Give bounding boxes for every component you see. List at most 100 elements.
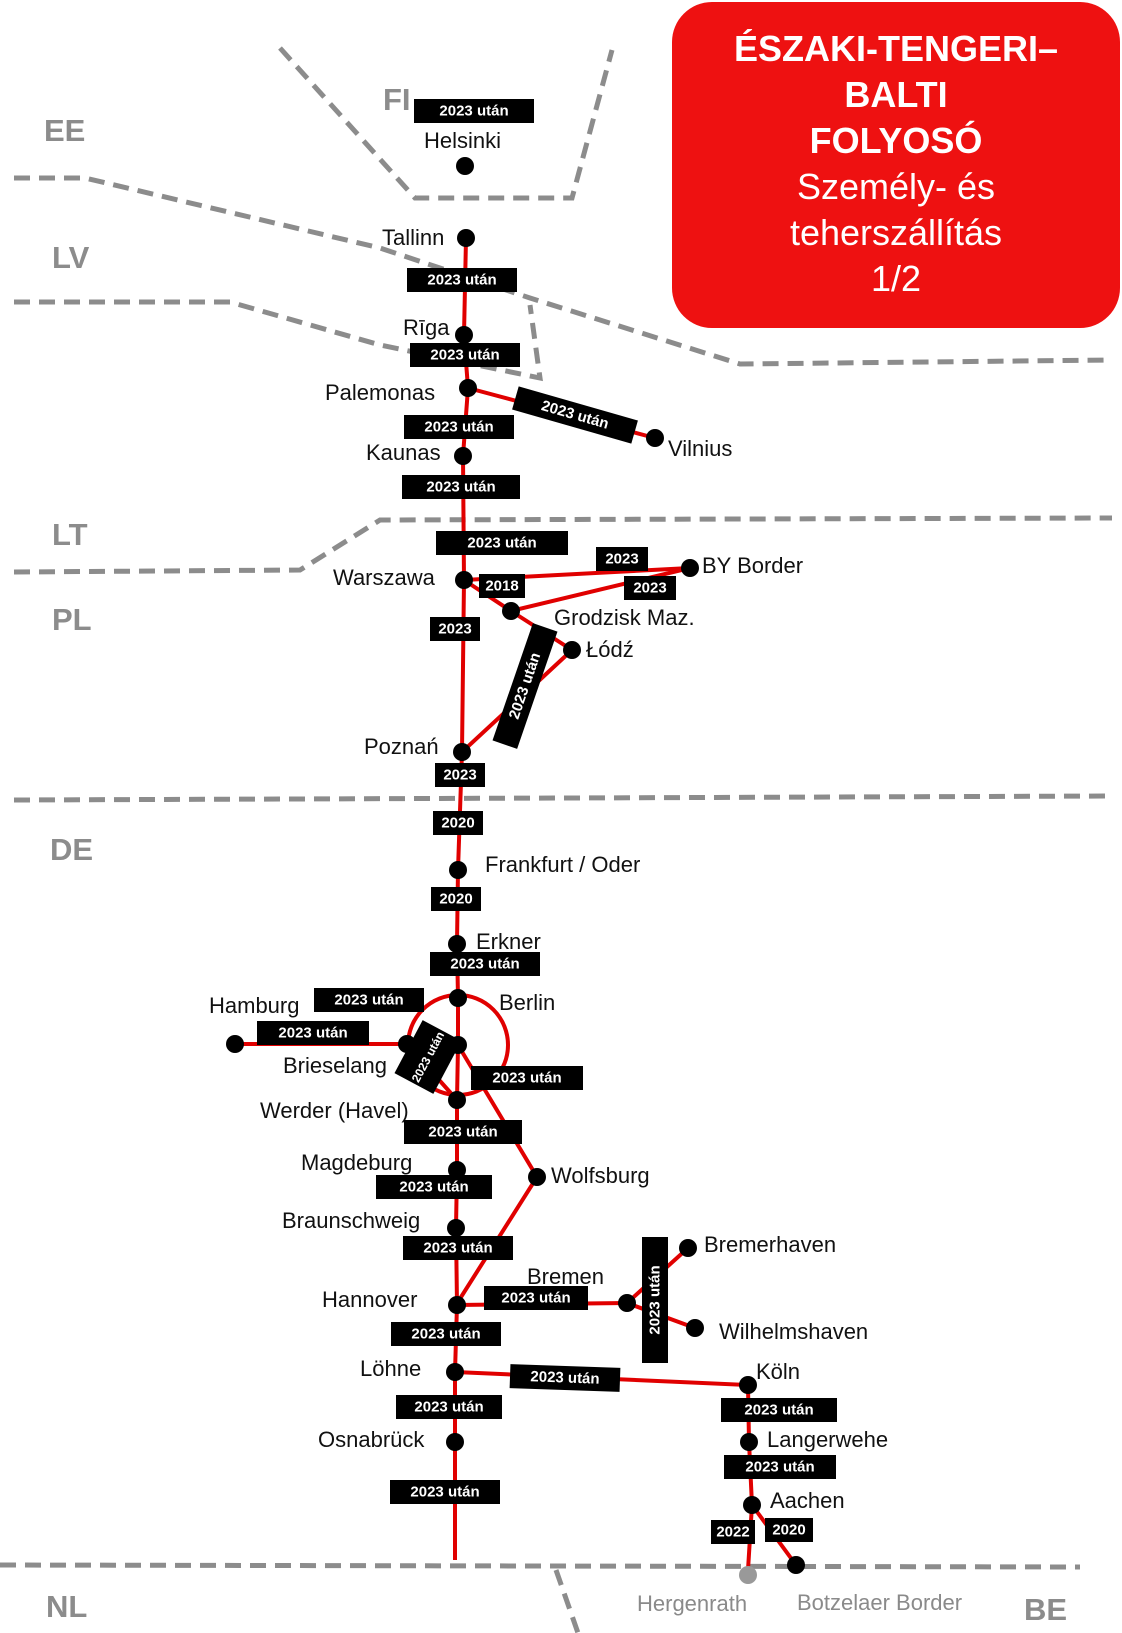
border-fi [278, 46, 615, 201]
city-label-werder: Werder (Havel) [260, 1098, 409, 1123]
station-hannover [448, 1296, 466, 1314]
svg-text:2023 után: 2023 után [501, 1290, 570, 1307]
station-magdeburg [448, 1161, 466, 1179]
svg-text:2023 után: 2023 után [426, 479, 495, 496]
station-wilhelmshaven [686, 1319, 704, 1337]
svg-text:2018: 2018 [485, 578, 518, 595]
svg-text:2023: 2023 [443, 767, 476, 784]
segment-label: 2023 után [410, 343, 520, 367]
segment-label: 2023 után [402, 475, 520, 499]
segment-label: 2023 után [721, 1398, 837, 1422]
city-label-lodz: Łódź [586, 637, 634, 662]
city-label-riga: Rīga [403, 315, 450, 340]
station-grodzisk [502, 602, 520, 620]
svg-text:2020: 2020 [772, 1522, 805, 1539]
svg-text:2023 után: 2023 után [450, 956, 519, 973]
segment-label: 2023 után [509, 1364, 621, 1392]
segment-label: 2023 után [390, 1480, 500, 1504]
svg-text:2023 után: 2023 után [439, 103, 508, 120]
segment-label: 2023 után [471, 1066, 583, 1090]
country-fi: FI [383, 82, 411, 117]
segment-label: 2023 után [394, 1020, 462, 1094]
segment-label: 2023 után [376, 1175, 492, 1199]
city-label-botzelaer: Botzelaer Border [797, 1590, 962, 1615]
city-label-hergenrath: Hergenrath [637, 1591, 747, 1616]
station-wolfsburg [528, 1168, 546, 1186]
segment-label: 2023 után [391, 1322, 501, 1346]
country-nl: NL [46, 1589, 87, 1624]
city-label-bremen: Bremen [527, 1264, 604, 1289]
segment-label: 2018 [479, 574, 525, 598]
svg-text:2023: 2023 [605, 551, 638, 568]
station-berlin [449, 989, 467, 1007]
segment-label: 2023 után [436, 531, 568, 555]
city-label-vilnius: Vilnius [668, 436, 732, 461]
country-lv: LV [52, 240, 90, 275]
svg-text:2023 után: 2023 után [424, 419, 493, 436]
city-label-berlin: Berlin [499, 990, 555, 1015]
segment-label: 2023 [624, 576, 676, 600]
segment-label: 2023 után [404, 415, 514, 439]
city-label-wolfsburg: Wolfsburg [551, 1163, 650, 1188]
border-lv-lt [14, 299, 543, 382]
city-label-erkner: Erkner [476, 929, 541, 954]
svg-text:2023 után: 2023 után [530, 1368, 600, 1387]
segment-labels: 2023 után 2023 után 2023 után 2023 után … [257, 99, 837, 1544]
city-label-osnabruck: Osnabrück [318, 1427, 425, 1452]
country-borders [0, 46, 1113, 1633]
svg-text:2022: 2022 [716, 1524, 749, 1541]
station-riga [455, 326, 473, 344]
svg-text:2023 után: 2023 után [414, 1399, 483, 1416]
segment-label: 2023 után [403, 1236, 513, 1260]
segment-label: 2020 [433, 811, 483, 835]
svg-text:2023 után: 2023 után [427, 272, 496, 289]
city-label-hamburg: Hamburg [209, 993, 299, 1018]
station-hergenrath [739, 1566, 757, 1584]
svg-text:2023 után: 2023 után [428, 1124, 497, 1141]
city-label-warszawa: Warszawa [333, 565, 436, 590]
svg-text:2023: 2023 [438, 621, 471, 638]
city-label-palemonas: Palemonas [325, 380, 435, 405]
segment-label: 2023 [435, 763, 485, 787]
segment-label: 2023 [430, 617, 480, 641]
city-label-bremerhaven: Bremerhaven [704, 1232, 836, 1257]
city-label-kaunas: Kaunas [366, 440, 441, 465]
title-panel: ÉSZAKI-TENGERI– BALTI FOLYOSÓ Személy- é… [672, 2, 1120, 328]
segment-label: 2023 után [407, 268, 517, 292]
city-label-lohne: Löhne [360, 1356, 421, 1381]
country-pl: PL [52, 602, 92, 637]
station-kaunas [454, 447, 472, 465]
svg-text:2023 után: 2023 után [744, 1402, 813, 1419]
country-lt: LT [52, 517, 88, 552]
city-label-wilhelmshaven: Wilhelmshaven [719, 1319, 868, 1344]
station-langerwehe [740, 1433, 758, 1451]
city-label-magdeburg: Magdeburg [301, 1150, 412, 1175]
corridor-subtitle: Személy- és teherszállítás 1/2 [789, 166, 1003, 299]
svg-text:2020: 2020 [441, 815, 474, 832]
city-label-koln: Köln [756, 1359, 800, 1384]
svg-text:2023 után: 2023 után [410, 1484, 479, 1501]
svg-text:2023 után: 2023 után [647, 1265, 664, 1334]
station-frankfurt-oder [449, 861, 467, 879]
station-warszawa [455, 571, 473, 589]
country-be: BE [1024, 1592, 1067, 1627]
station-lodz [563, 641, 581, 659]
segment-label: 2023 után [396, 1395, 502, 1419]
border-de-nl-be [0, 1562, 1081, 1570]
city-label-langerwehe: Langerwehe [767, 1427, 888, 1452]
svg-text:2023 után: 2023 után [278, 1025, 347, 1042]
svg-text:2020: 2020 [439, 891, 472, 908]
svg-text:2023 után: 2023 után [492, 1070, 561, 1087]
city-label-helsinki: Helsinki [424, 128, 501, 153]
city-label-tallinn: Tallinn [382, 225, 444, 250]
city-label-frankfurt-oder: Frankfurt / Oder [485, 852, 640, 877]
svg-text:2023 után: 2023 után [467, 535, 536, 552]
station-werder [448, 1091, 466, 1109]
country-labels: FI EE LV LT PL DE NL BE [44, 82, 1067, 1627]
city-label-by-border: BY Border [702, 553, 803, 578]
station-lohne [446, 1363, 464, 1381]
svg-text:2023 után: 2023 után [334, 992, 403, 1009]
segment-label: 2023 [596, 547, 648, 571]
station-aachen [743, 1496, 761, 1514]
segment-label: 2020 [431, 887, 481, 911]
